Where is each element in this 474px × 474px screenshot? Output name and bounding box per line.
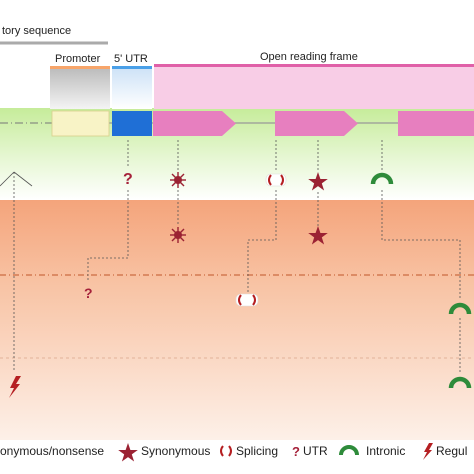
peach-band	[0, 200, 474, 440]
legend-label-nonsense: onymous/nonsense	[0, 444, 104, 458]
regulatory-branch-line	[0, 171, 15, 187]
utr-bar	[112, 66, 152, 69]
promoter-shade	[50, 69, 110, 109]
brackets-icon-lower	[235, 293, 259, 307]
starburst-icon	[170, 172, 186, 188]
regulatory-branch-line-2	[13, 171, 33, 187]
exon-3	[398, 111, 474, 136]
promoter-box	[51, 110, 110, 137]
legend-label-regulatory: Regul	[436, 444, 467, 458]
promoter-label: Promoter	[55, 53, 101, 65]
legend-label-intronic: Intronic	[366, 444, 405, 458]
brackets-icon	[265, 173, 287, 187]
utr-deep-connector	[87, 190, 129, 282]
utr-label: 5' UTR	[114, 53, 148, 65]
legend-label-splicing: Splicing	[236, 444, 278, 458]
legend-brackets-icon	[220, 445, 232, 457]
splicing-deep-connector	[247, 190, 277, 292]
legend-question-mark-icon: ?	[292, 444, 300, 459]
orf-band	[154, 67, 474, 109]
arch-icon-bottom	[448, 376, 472, 389]
question-mark-icon-lower: ?	[84, 285, 93, 301]
orf-bar	[154, 64, 474, 67]
legend-label-synonymous: Synonymous	[141, 444, 210, 458]
starburst-icon-lower	[170, 227, 186, 243]
utr-shade	[112, 69, 152, 109]
lightning-icon	[9, 376, 21, 398]
star-icon-lower	[308, 226, 328, 245]
intronic-deep-connector	[381, 190, 461, 300]
star-icon	[308, 172, 328, 191]
question-mark-icon: ?	[123, 171, 133, 188]
legend-star-icon	[118, 443, 138, 462]
arch-icon	[370, 172, 394, 185]
regulatory-label: tory sequence	[2, 25, 71, 37]
legend: onymous/nonsense Synonymous Splicing ? U…	[0, 443, 467, 462]
utr-box	[112, 111, 152, 136]
arch-icon-right	[448, 302, 472, 315]
promoter-bar	[50, 66, 110, 69]
legend-label-utr: UTR	[303, 444, 328, 458]
exon-1	[153, 111, 236, 136]
exon-2	[275, 111, 358, 136]
orf-label: Open reading frame	[260, 51, 358, 63]
legend-arch-icon	[339, 445, 359, 456]
legend-lightning-icon	[423, 443, 433, 460]
